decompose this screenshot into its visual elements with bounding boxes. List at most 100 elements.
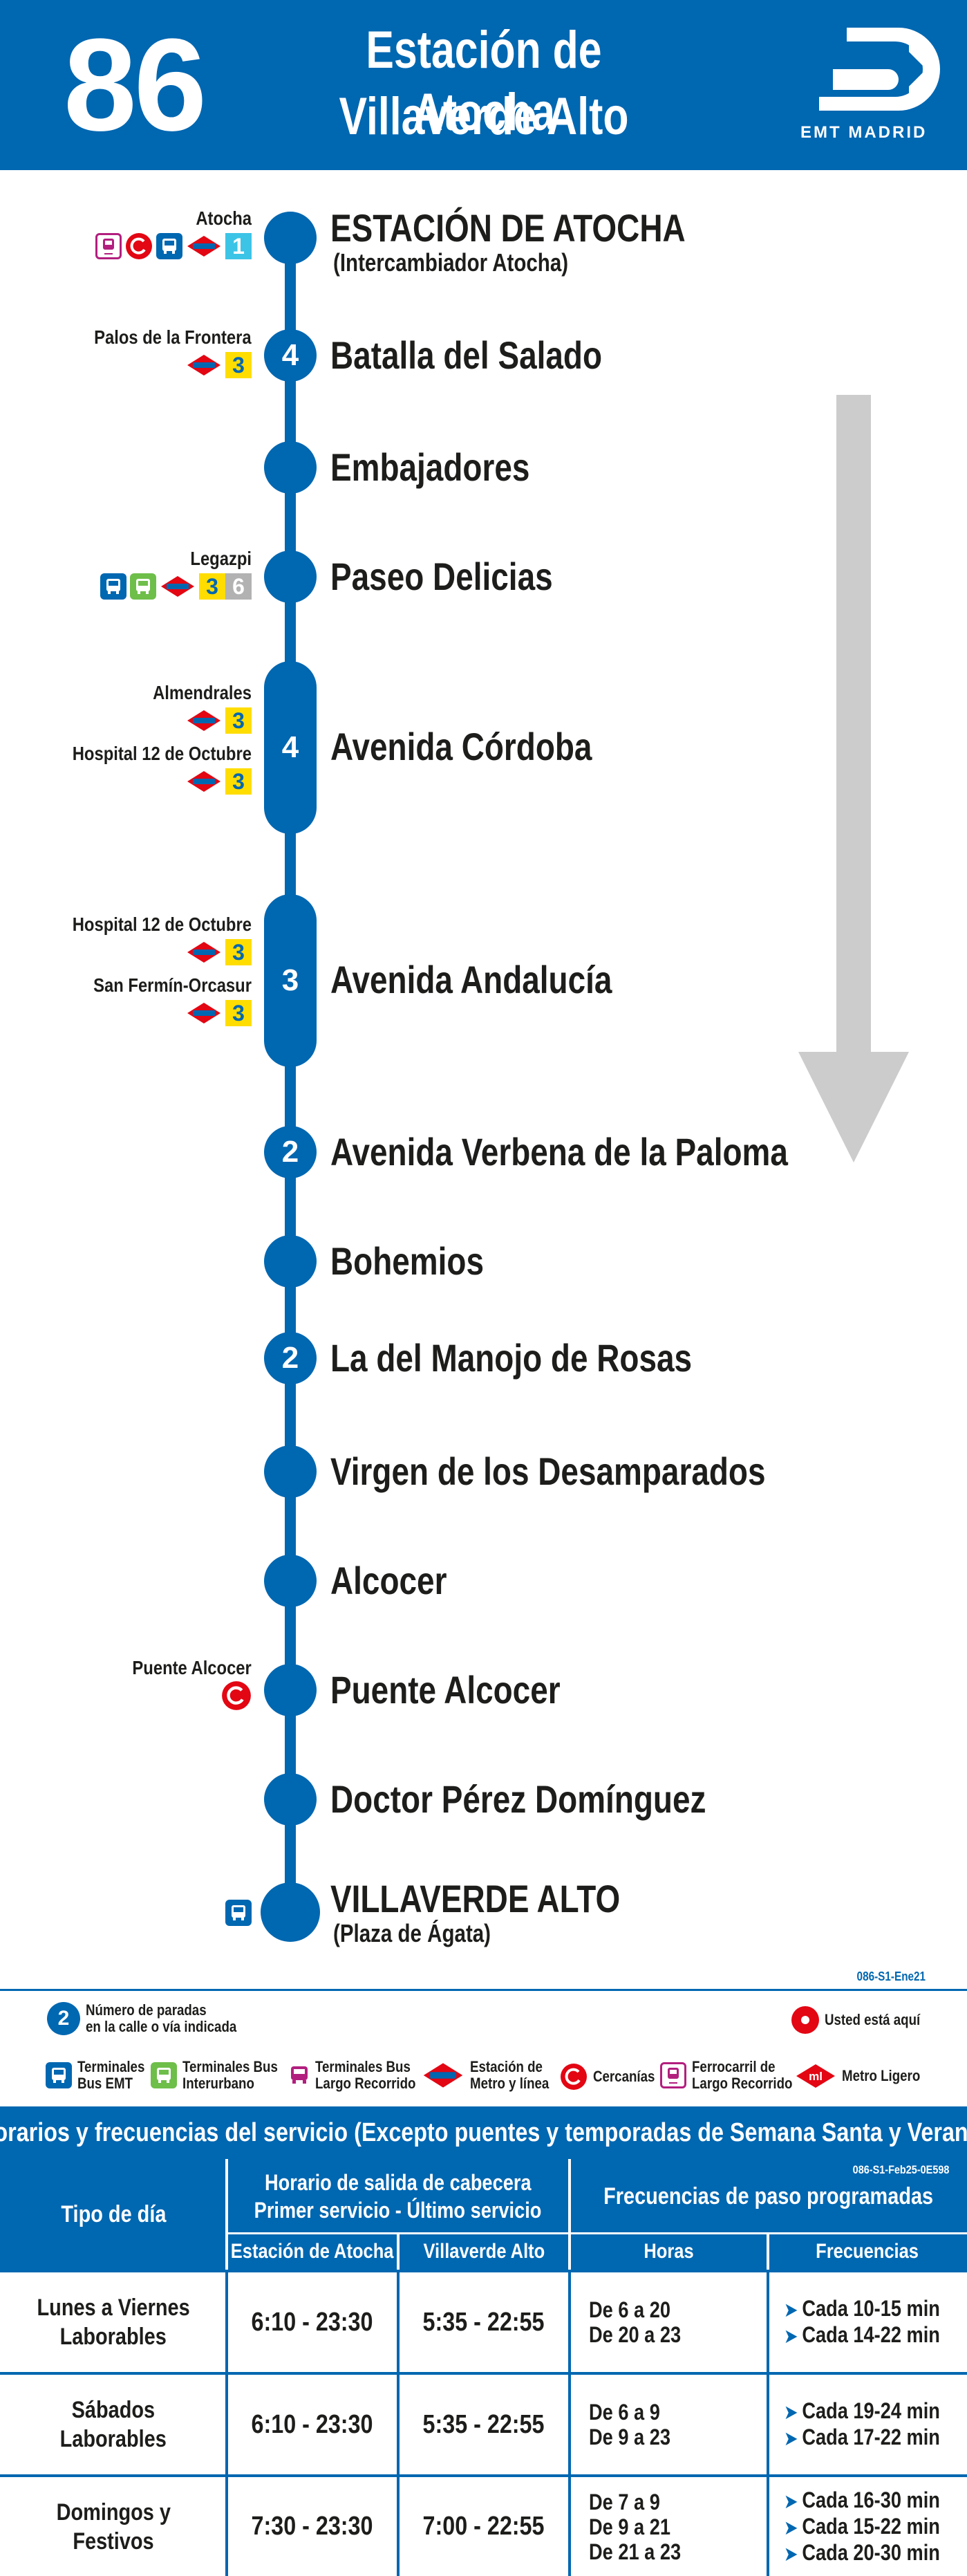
metro-icon — [160, 575, 196, 598]
hours-value: De 7 a 9 — [589, 2489, 660, 2514]
schedule-value: 6:10 - 23:30 — [252, 2409, 373, 2439]
connection-name: Legazpi — [190, 548, 252, 569]
col-origin-header: Estación de Atocha — [227, 2234, 398, 2270]
freq-value: Cada 16-30 min — [785, 2487, 940, 2514]
stop-marker — [264, 1445, 317, 1498]
stop-name: Paseo Delicias — [330, 555, 553, 598]
table-row-origin: 6:10 - 23:30 — [227, 2272, 398, 2372]
freq-value: Cada 17-22 min — [785, 2425, 940, 2451]
cercanias-icon — [125, 232, 153, 260]
table-divider — [0, 2372, 967, 2375]
hours-value: De 9 a 23 — [589, 2425, 670, 2449]
schedule-value: 5:35 - 22:55 — [423, 2409, 545, 2439]
map-code: 086-S1-Ene21 — [856, 1970, 926, 1983]
table-divider — [767, 2270, 769, 2576]
legend-terminales-largo-recorrido: Terminales Bus Largo Recorrido — [289, 2059, 433, 2092]
col-day-header: Tipo de día — [0, 2159, 227, 2270]
stop-marker — [264, 1555, 317, 1607]
legend-label: Terminales Bus — [315, 2058, 411, 2075]
metro-line-badge: 3 — [225, 707, 252, 734]
connection-name: San Fermín-Orcasur — [93, 974, 252, 996]
day-label: Festivos — [73, 2528, 154, 2555]
legend-label: Largo Recorrido — [315, 2075, 416, 2092]
col-schedule-header: Horario de salida de cabecera Primer ser… — [227, 2159, 570, 2234]
stop-name: Doctor Pérez Domínguez — [330, 1777, 706, 1821]
hours-value: De 6 a 20 — [589, 2297, 670, 2322]
timetable-code: 086-S1-Feb25-0E598 — [852, 2163, 949, 2176]
freq-value: Cada 20-30 min — [785, 2540, 940, 2566]
legend-label: Metro y línea — [470, 2075, 550, 2092]
legend-cercanias: Cercanías — [560, 2063, 666, 2091]
stops-count-marker: 2 — [264, 1126, 317, 1178]
header-label: Frecuencias de paso programadas — [603, 2183, 934, 2209]
metro-icon — [186, 940, 222, 964]
table-row-origin: 7:30 - 23:30 — [227, 2477, 398, 2576]
stop-name: Avenida Verbena de la Paloma — [330, 1130, 788, 1174]
stop-name: Puente Alcocer — [330, 1668, 561, 1712]
route-title-destination: Villaverde Alto — [339, 87, 629, 146]
brand-name: EMT MADRID — [800, 123, 928, 142]
bus-interurbano-icon — [130, 573, 156, 600]
stop-marker — [264, 550, 317, 603]
header-label: Horario de salida de cabecera — [265, 2170, 532, 2195]
header-label: Tipo de día — [60, 2200, 167, 2227]
table-row-destination: 5:35 - 22:55 — [398, 2272, 570, 2372]
stop-marker — [264, 1773, 317, 1826]
legend-stops-count: 2 Número de paradas en la calle o vía in… — [47, 2002, 263, 2035]
legend-terminales-emt: Terminales Bus EMT — [46, 2059, 157, 2092]
legend-ferrocarril: Ferrocarril de Largo Recorrido — [660, 2059, 810, 2092]
table-row-day: Domingos y Festivos — [0, 2477, 227, 2576]
route-diagram: ESTACIÓN DE ATOCHA (Intercambiador Atoch… — [0, 170, 967, 1975]
connections: Almendrales 3 Hospital 12 de Octubre 3 — [41, 682, 252, 795]
stops-count-marker: 4 — [264, 329, 317, 382]
schedule-value: 7:30 - 23:30 — [252, 2512, 373, 2541]
bus-emt-icon — [156, 233, 182, 259]
legend-label: Terminales Bus — [182, 2058, 278, 2075]
stop-name: ESTACIÓN DE ATOCHA — [330, 206, 686, 250]
stop-name: Batalla del Salado — [330, 333, 603, 377]
connection-name: Hospital 12 de Octubre — [72, 914, 252, 935]
metro-icon — [186, 770, 222, 793]
legend-label: Terminales — [77, 2058, 145, 2075]
freq-value: Cada 19-24 min — [785, 2398, 940, 2425]
table-divider — [767, 2234, 769, 2270]
table-divider — [225, 2270, 228, 2576]
stop-name: Embajadores — [330, 445, 530, 489]
header-label: Frecuencias — [816, 2240, 919, 2263]
stops-count-marker: 2 — [264, 1332, 317, 1384]
table-divider — [397, 2234, 400, 2270]
table-row-day: Lunes a Viernes Laborables — [0, 2272, 227, 2372]
stop-marker — [264, 1235, 317, 1288]
stop-name: Avenida Andalucía — [330, 958, 612, 1001]
legend-metro: Estación de Metro y línea — [422, 2059, 563, 2092]
legend-label: Usted está aquí — [825, 2011, 921, 2028]
metro-ligero-icon: ml — [796, 2064, 835, 2088]
header: 86 Estación de Atocha Villaverde Alto EM… — [0, 0, 967, 170]
route-title-origin: Estación de Atocha — [366, 21, 602, 142]
stop-name: Bohemios — [330, 1239, 484, 1283]
timetable-title: Horarios y frecuencias del servicio (Exc… — [0, 2106, 967, 2159]
schedule-value: 7:00 - 22:55 — [423, 2512, 545, 2541]
day-label: Lunes a Viernes — [37, 2295, 190, 2321]
table-row-freqs: Cada 16-30 minCada 15-22 minCada 20-30 m… — [768, 2477, 967, 2576]
cercanias-icon — [221, 1680, 252, 1711]
legend-label: Cercanías — [593, 2068, 655, 2085]
metro-icon — [186, 709, 222, 732]
stop-marker — [264, 1664, 317, 1716]
table-row-origin: 6:10 - 23:30 — [227, 2375, 398, 2474]
line-number: 86 — [64, 12, 207, 158]
hours-value: De 9 a 21 — [589, 2514, 670, 2539]
day-label: Laborables — [59, 2324, 167, 2350]
connections: Atocha 1 — [95, 207, 252, 260]
stops-count-marker: 3 — [264, 894, 317, 1067]
bus-emt-icon — [100, 573, 126, 600]
stop-name: La del Manojo de Rosas — [330, 1336, 693, 1380]
header-label: Primer servicio - Último servicio — [254, 2198, 542, 2223]
day-label: Sábados — [71, 2397, 156, 2423]
svg-text:ml: ml — [809, 2070, 823, 2083]
table-divider — [397, 2270, 400, 2576]
col-destination-header: Villaverde Alto — [398, 2234, 570, 2270]
legend-label: Número de paradas — [86, 2001, 207, 2019]
metro-icon — [186, 353, 222, 377]
